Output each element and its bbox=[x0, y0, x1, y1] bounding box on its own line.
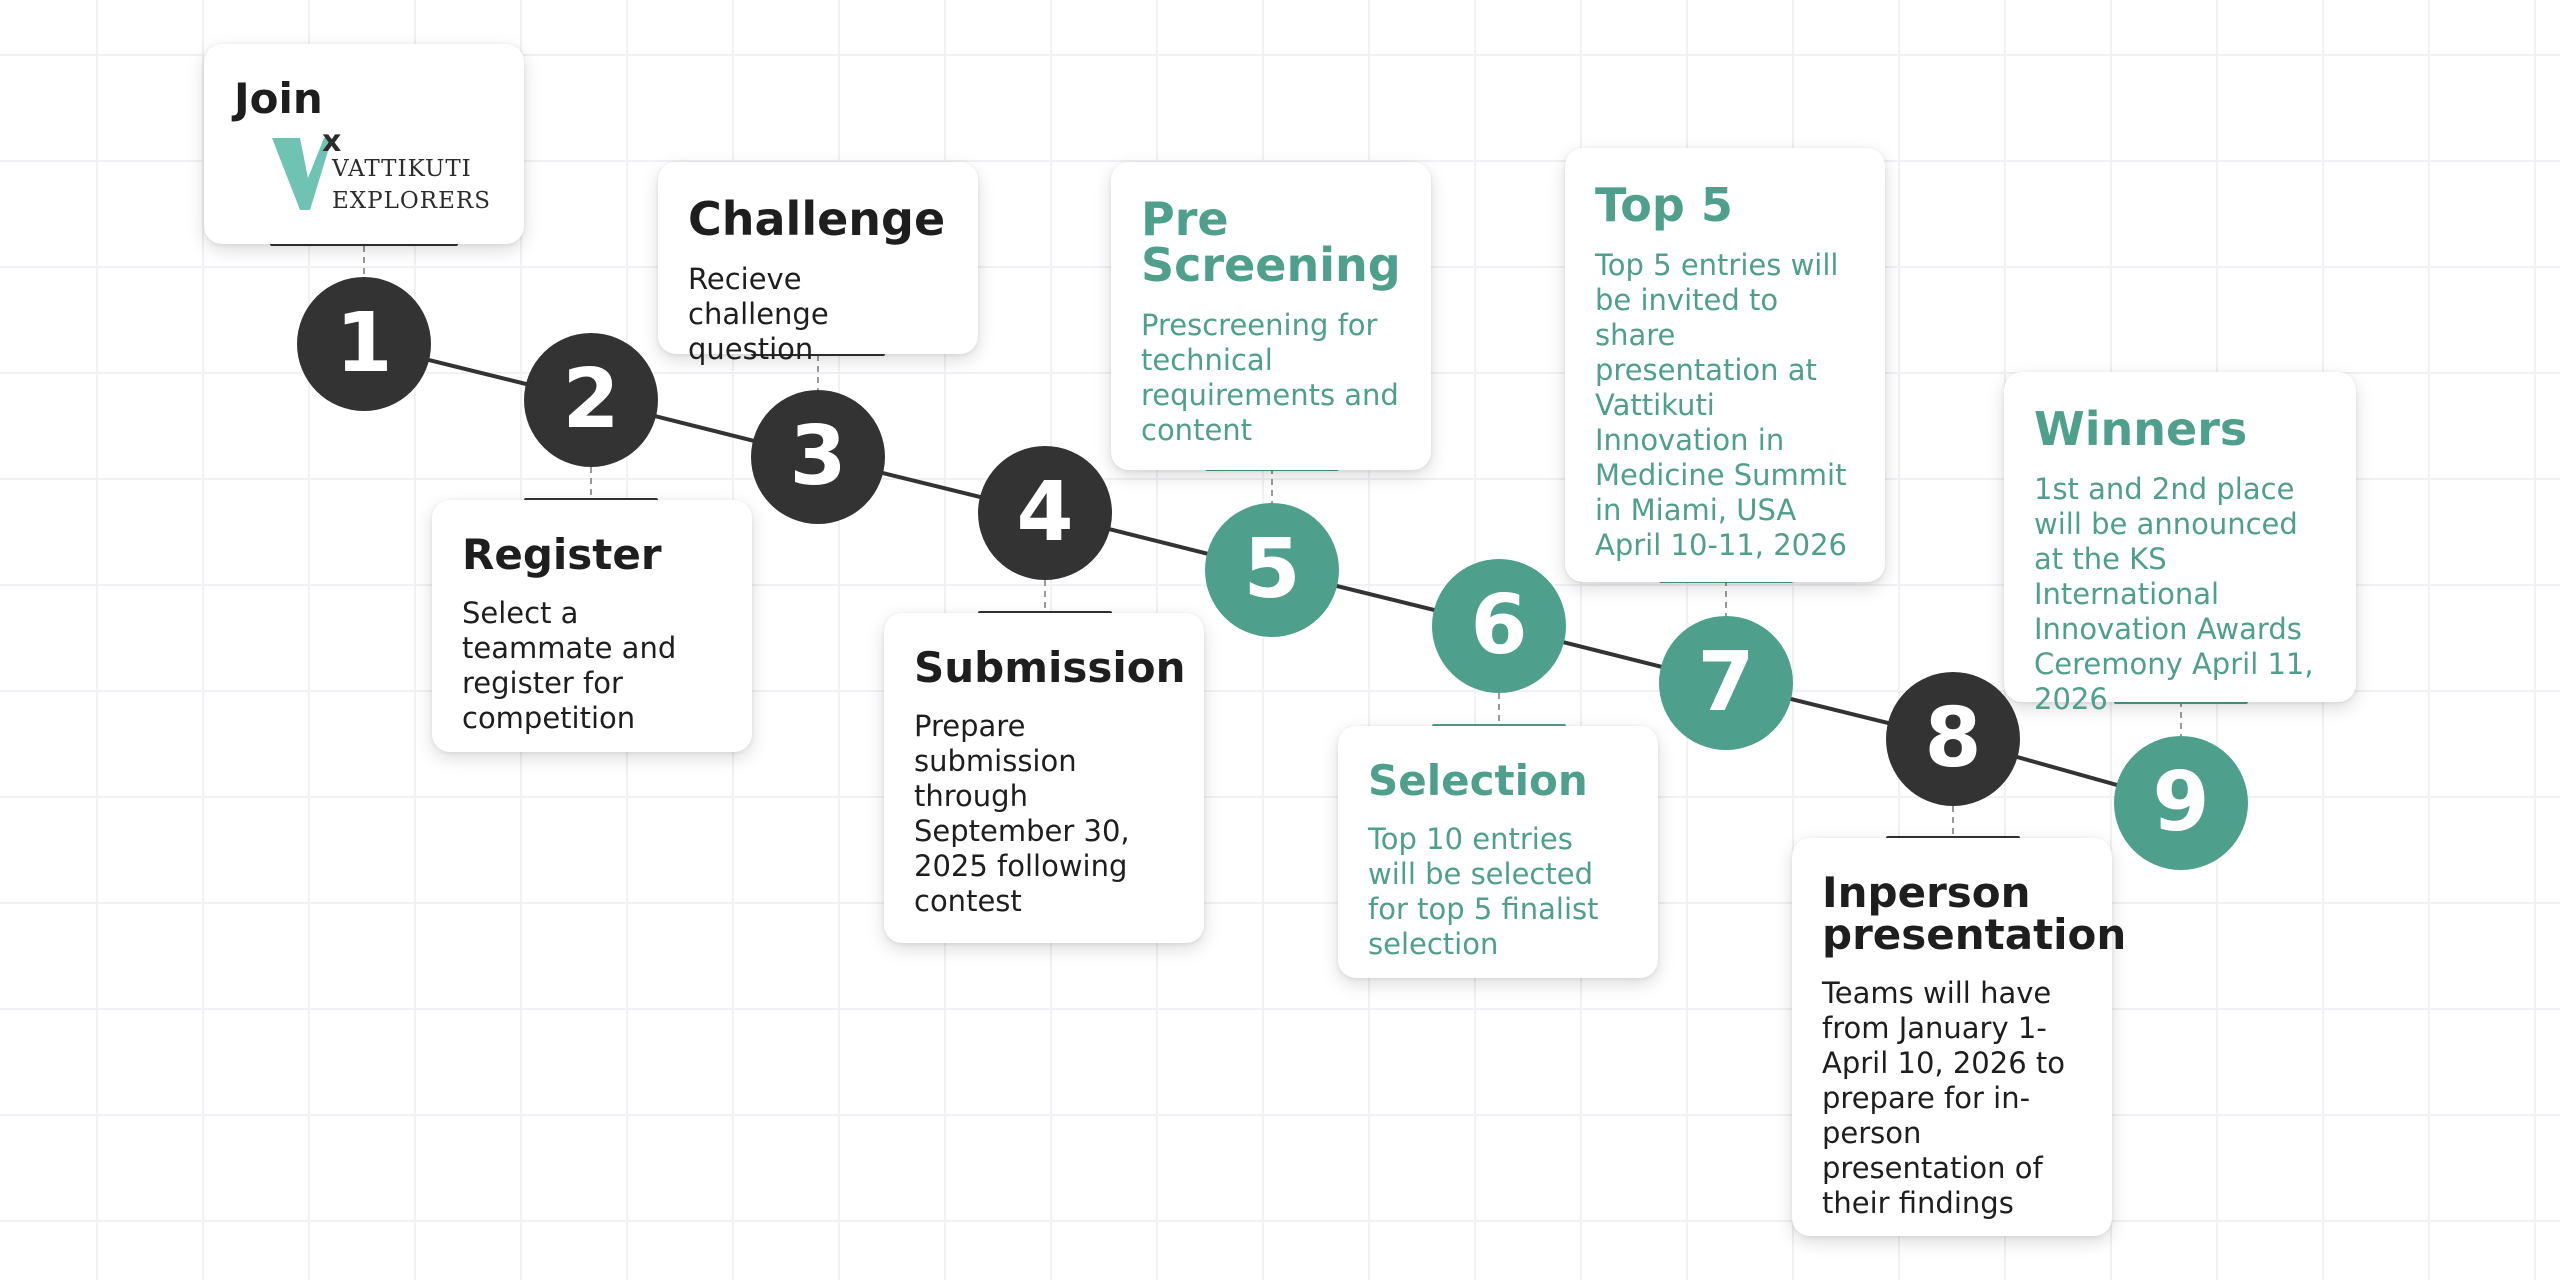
step-9-number: 9 bbox=[2114, 736, 2248, 870]
step-7-description: Top 5 entries will be invited to share p… bbox=[1595, 248, 1848, 562]
step-4-number: 4 bbox=[978, 446, 1112, 580]
step-9-card: Winners 1st and 2nd place will be announ… bbox=[2004, 372, 2356, 716]
step-5-description: Prescreening for technical requirements … bbox=[1141, 308, 1399, 447]
step-3-card: Challenge Recieve challenge question bbox=[658, 162, 978, 366]
step-6-description: Top 10 entries will be selected for top … bbox=[1368, 822, 1599, 961]
step-6-number: 6 bbox=[1432, 559, 1566, 693]
join-card: Join bbox=[204, 44, 524, 244]
step-6-title: Selection bbox=[1368, 756, 1588, 805]
step-3-number: 3 bbox=[751, 390, 885, 524]
step-1-number: 1 bbox=[297, 277, 431, 411]
step-8-number: 8 bbox=[1886, 672, 2020, 806]
step-9-title: Winners bbox=[2034, 402, 2248, 456]
step-7-number: 7 bbox=[1659, 616, 1793, 750]
step-6-card: Selection Top 10 entries will be selecte… bbox=[1338, 726, 1658, 978]
step-3-description: Recieve challenge question bbox=[688, 262, 829, 366]
step-4-title: Submission bbox=[914, 643, 1186, 692]
vattikuti-explorers-logo: x VATTIKUTI EXPLORERS bbox=[270, 124, 490, 216]
step-7-title: Top 5 bbox=[1595, 178, 1733, 232]
step-9-description: 1st and 2nd place will be announced at t… bbox=[2034, 472, 2314, 716]
step-8-card: Inperson presentation Teams will have fr… bbox=[1792, 838, 2127, 1236]
logo-line-2: EXPLORERS bbox=[332, 188, 491, 214]
step-5-number: 5 bbox=[1205, 503, 1339, 637]
logo-mark: x bbox=[322, 124, 343, 159]
logo-line-1: VATTIKUTI bbox=[332, 156, 472, 182]
step-2-title: Register bbox=[462, 530, 662, 579]
step-7-card: Top 5 Top 5 entries will be invited to s… bbox=[1565, 148, 1885, 582]
join-title: Join bbox=[234, 74, 323, 123]
step-2-card: Register Select a teammate and register … bbox=[432, 500, 752, 752]
step-2-number: 2 bbox=[524, 333, 658, 467]
step-3-title: Challenge bbox=[688, 192, 946, 246]
step-5-card: Pre Screening Prescreening for technical… bbox=[1111, 162, 1431, 470]
step-4-card: Submission Prepare submission through Se… bbox=[884, 613, 1204, 943]
step-5-title: Pre Screening bbox=[1141, 192, 1401, 292]
step-8-title: Inperson presentation bbox=[1822, 868, 2127, 959]
step-2-description: Select a teammate and register for compe… bbox=[462, 596, 677, 735]
step-4-description: Prepare submission through September 30,… bbox=[914, 709, 1130, 918]
step-8-description: Teams will have from January 1-April 10,… bbox=[1822, 976, 2065, 1220]
v-logo-icon bbox=[272, 138, 332, 210]
